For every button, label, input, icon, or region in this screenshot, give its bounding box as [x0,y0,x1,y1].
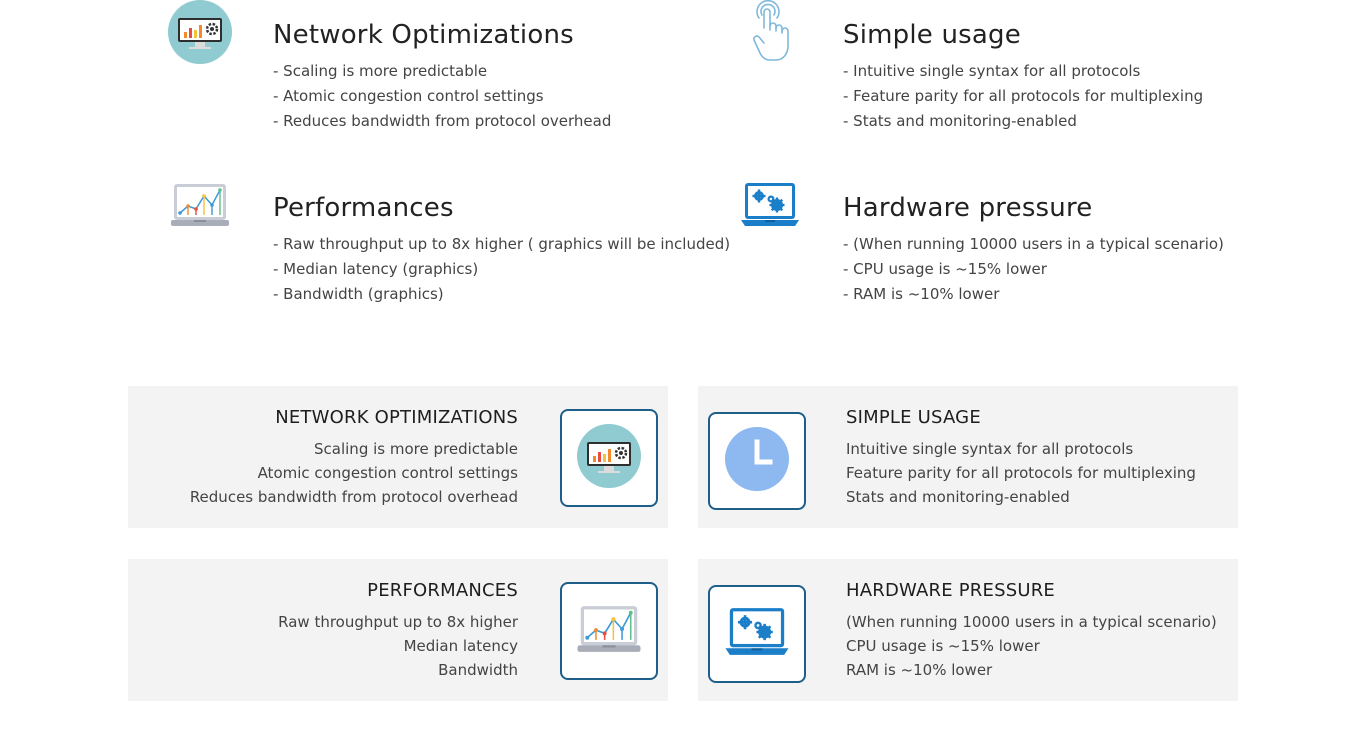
list-item: - Atomic congestion control settings [273,87,544,105]
card-simple-usage: SIMPLE USAGE Intuitive single syntax for… [698,386,1238,528]
card-icon-box [560,409,658,507]
list-item: - Stats and monitoring-enabled [843,112,1077,130]
card-icon-box [708,412,806,510]
laptop-gears-icon [741,182,799,232]
list-item: Raw throughput up to 8x higher [278,613,518,631]
card-network-optimizations: NETWORK OPTIMIZATIONS Scaling is more pr… [128,386,668,528]
feature-list: - Raw throughput up to 8x higher ( graph… [273,232,730,307]
feature-title: Simple usage [843,20,1021,50]
card-hardware-pressure: HARDWARE PRESSURE (When running 10000 us… [698,559,1238,701]
feature-title: Network Optimizations [273,20,574,50]
feature-list: - Intuitive single syntax for all protoc… [843,59,1203,134]
list-item: - RAM is ~10% lower [843,285,1000,303]
clock-icon [724,426,790,496]
list-item: - Reduces bandwidth from protocol overhe… [273,112,612,130]
monitor-chart-icon [577,424,641,492]
feature-list: - (When running 10000 users in a typical… [843,232,1224,307]
card-list: Intuitive single syntax for all protocol… [846,437,1196,509]
laptop-graph-icon [170,182,230,232]
feature-title: Performances [273,193,454,223]
list-item: Reduces bandwidth from protocol overhead [189,488,518,506]
card-title: SIMPLE USAGE [846,407,981,428]
card-title: PERFORMANCES [367,580,518,601]
list-item: Stats and monitoring-enabled [846,488,1070,506]
list-item: RAM is ~10% lower [846,661,993,679]
monitor-chart-icon [168,0,232,68]
card-icon-box [708,585,806,683]
list-item: - (When running 10000 users in a typical… [843,235,1224,253]
list-item: Median latency [403,637,518,655]
list-item: - Raw throughput up to 8x higher ( graph… [273,235,731,253]
card-title: HARDWARE PRESSURE [846,580,1055,601]
laptop-graph-icon [576,604,642,658]
card-title: NETWORK OPTIMIZATIONS [275,407,518,428]
list-item: Scaling is more predictable [314,440,518,458]
list-item: Bandwidth [438,661,518,679]
card-list: Scaling is more predictable Atomic conge… [190,437,518,509]
list-item: - Bandwidth (graphics) [273,285,444,303]
list-item: - CPU usage is ~15% lower [843,260,1047,278]
list-item: - Median latency (graphics) [273,260,479,278]
touch-hand-icon [746,0,796,70]
list-item: - Feature parity for all protocols for m… [843,87,1204,105]
feature-title: Hardware pressure [843,193,1093,223]
list-item: Intuitive single syntax for all protocol… [846,440,1134,458]
list-item: (When running 10000 users in a typical s… [846,613,1217,631]
card-icon-box [560,582,658,680]
list-item: Atomic congestion control settings [257,464,518,482]
laptop-gears-icon [725,607,789,661]
feature-list: - Scaling is more predictable - Atomic c… [273,59,611,134]
card-list: (When running 10000 users in a typical s… [846,610,1217,682]
list-item: Feature parity for all protocols for mul… [846,464,1196,482]
list-item: - Intuitive single syntax for all protoc… [843,62,1141,80]
card-performances: PERFORMANCES Raw throughput up to 8x hig… [128,559,668,701]
list-item: CPU usage is ~15% lower [846,637,1040,655]
card-list: Raw throughput up to 8x higher Median la… [278,610,518,682]
list-item: - Scaling is more predictable [273,62,488,80]
